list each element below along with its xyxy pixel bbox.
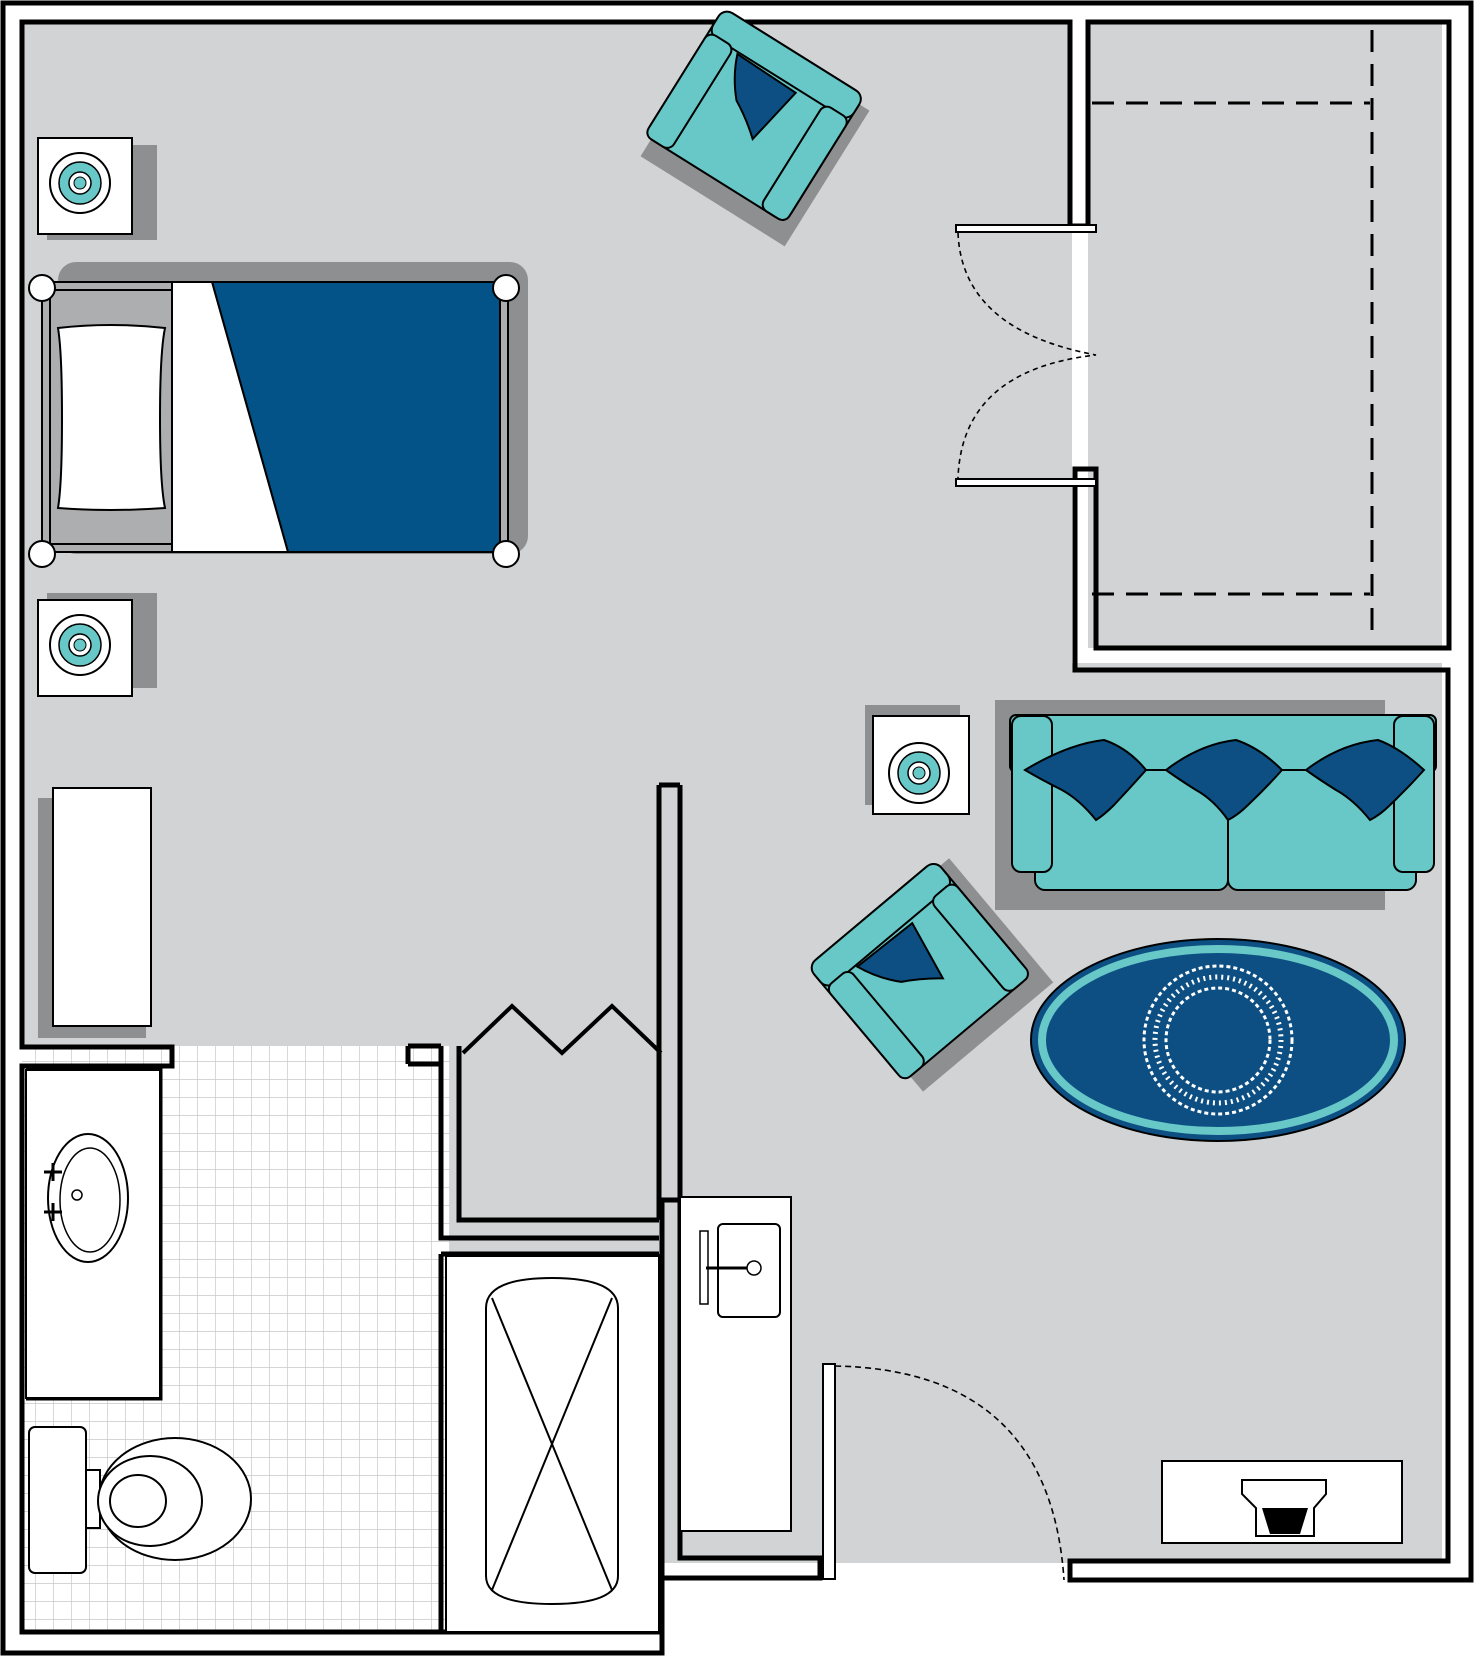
nightstand-top <box>37 137 157 240</box>
bed <box>28 262 528 568</box>
closet-floor <box>1088 22 1442 648</box>
closet-door-bottom-leaf <box>955 478 1097 487</box>
walk-in-closet <box>955 30 1374 636</box>
bathroom-vanity <box>25 1069 161 1399</box>
bathtub <box>445 1255 660 1633</box>
toilet <box>28 1426 252 1574</box>
closet-door-top-leaf <box>955 224 1097 233</box>
entry-door-leaf <box>822 1363 836 1580</box>
end-table <box>865 705 970 815</box>
sofa-arm-left <box>1011 715 1053 873</box>
armchair-bottom <box>810 858 1054 1092</box>
bath-partition-top <box>169 1043 441 1067</box>
wall-heater <box>1161 1460 1403 1544</box>
dresser <box>38 787 152 1038</box>
pillow <box>56 324 167 511</box>
closet-door-swing <box>957 232 1097 479</box>
kitchenette <box>679 1196 792 1532</box>
cushion-icon <box>855 921 945 983</box>
armchair-top <box>640 10 870 247</box>
oval-rug <box>1030 938 1406 1142</box>
toilet-tank <box>28 1426 87 1574</box>
bedpost <box>492 540 520 568</box>
entry-door <box>822 1363 1065 1581</box>
entry-door-swing <box>834 1365 1065 1581</box>
bedpost <box>28 274 56 302</box>
hall-wall <box>656 782 683 1220</box>
cushion-icon <box>1164 738 1284 822</box>
cushion-icon <box>733 52 798 142</box>
bed-sheet-fold <box>171 281 290 553</box>
nightstand-bottom <box>37 593 157 697</box>
cushion-icon <box>1023 738 1148 822</box>
cushion-icon <box>1304 738 1426 822</box>
bedpost <box>492 274 520 302</box>
closet-wall-upper <box>1067 22 1091 226</box>
sofa <box>995 700 1437 910</box>
bifold-door <box>461 1003 663 1056</box>
tap-icon <box>44 1203 62 1221</box>
faucet-icon <box>71 1189 83 1201</box>
tap-icon <box>44 1163 62 1181</box>
bath-partition-left <box>438 1046 659 1241</box>
bedpost <box>28 540 56 568</box>
